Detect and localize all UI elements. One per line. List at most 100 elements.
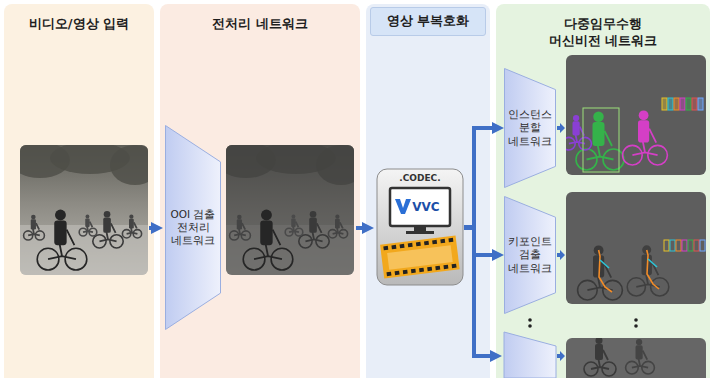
torso xyxy=(85,218,89,227)
detection-box xyxy=(674,98,679,110)
stage-panel: 전처리 네트워크 OOI 검출 전처리 네트워크 xyxy=(160,4,360,378)
cyclist-figure xyxy=(79,215,97,236)
detection-box xyxy=(664,240,669,251)
panel-ground xyxy=(160,4,360,378)
keypoint-skeleton xyxy=(647,250,659,289)
third-task-output xyxy=(566,338,706,378)
network-trapezoid: 키포인트 검출 네트워크 xyxy=(504,196,556,314)
photo-ground xyxy=(226,145,354,275)
head xyxy=(335,215,339,219)
panel-grounds xyxy=(4,4,710,378)
detection-box xyxy=(682,240,687,251)
detection-box xyxy=(688,240,693,251)
photo-ground xyxy=(566,192,706,304)
head xyxy=(596,338,603,344)
output-arrow xyxy=(557,250,565,260)
vvc-logo xyxy=(395,199,411,214)
stage-panel: 다중임무수행 머신비전 네트워크인스턴스 분할 네트워크키포인트 검출 네트워크 xyxy=(496,4,710,378)
trapezoid-shape xyxy=(505,69,556,188)
codec-label: .CODEC. xyxy=(399,173,440,184)
network-label: 키포인트 검출 네트워크 xyxy=(504,235,556,274)
cyclist-figure xyxy=(37,210,87,270)
cyclist-figure xyxy=(328,215,347,238)
head xyxy=(86,215,90,219)
wheel xyxy=(651,278,669,296)
panel-ground xyxy=(366,4,490,378)
network-trapezoid: OOI 검출 전처리 네트워크 xyxy=(165,125,221,330)
cyclist-figure xyxy=(584,338,616,376)
detection-box xyxy=(698,98,703,110)
stage-panel: 비디오/영상 입력 xyxy=(4,4,154,378)
head xyxy=(310,211,317,218)
detection-box xyxy=(694,240,699,251)
stage-panel: 영상 부복호화 .CODEC.VVC xyxy=(366,4,490,378)
cyclist-figure xyxy=(578,245,623,300)
torso xyxy=(636,345,643,359)
stage-heading: 다중임무수행 머신비전 네트워크 xyxy=(541,16,665,50)
cyclist-figure xyxy=(230,215,251,240)
head xyxy=(55,210,66,221)
keypoint-arm xyxy=(648,259,657,267)
torso xyxy=(103,218,111,233)
torso xyxy=(638,120,649,142)
torso xyxy=(54,220,66,245)
cyclist-figure xyxy=(285,215,303,236)
detection-box xyxy=(583,108,619,172)
output-arrow xyxy=(557,123,565,133)
panel-ground xyxy=(4,4,154,378)
detection-box xyxy=(668,98,673,110)
head xyxy=(636,339,642,345)
output-arrow xyxy=(557,351,565,361)
stage-heading: 비디오/영상 입력 xyxy=(9,16,149,33)
trapezoid-shape xyxy=(166,126,221,330)
cyclist-figure xyxy=(623,110,668,165)
network-trapezoid xyxy=(504,332,556,378)
head xyxy=(237,215,242,220)
ellipsis-dot xyxy=(634,318,638,322)
stage-heading: 전처리 네트워크 xyxy=(185,16,335,33)
codec-drawing xyxy=(376,168,464,286)
detection-box xyxy=(700,240,705,251)
film-strip xyxy=(380,236,460,279)
keypoint-arm xyxy=(600,260,609,268)
detection-box xyxy=(680,98,685,110)
codec-icon: .CODEC.VVC xyxy=(376,168,464,286)
cyclist-figure xyxy=(627,245,669,296)
keypoint-output xyxy=(566,192,706,304)
detection-box xyxy=(670,240,675,251)
ellipsis-dot xyxy=(634,324,638,328)
head xyxy=(31,215,36,220)
detection-box xyxy=(662,98,667,110)
photo-ground xyxy=(566,55,706,175)
head xyxy=(104,211,111,218)
dim-overlay xyxy=(226,145,354,275)
torso xyxy=(237,219,242,229)
tree xyxy=(110,145,148,185)
torso xyxy=(129,219,134,229)
cyclist-figure xyxy=(243,210,293,270)
monitor-base xyxy=(406,231,434,234)
torso xyxy=(595,344,603,360)
head xyxy=(593,112,604,123)
photo-ground xyxy=(566,338,706,378)
stage-heading: 영상 부복호화 xyxy=(370,7,486,36)
cyclist-figure xyxy=(626,339,655,374)
cyclist-figure xyxy=(566,115,591,150)
head xyxy=(639,110,649,120)
wheel xyxy=(243,248,265,270)
detection-box xyxy=(686,98,691,110)
cyclist-figure xyxy=(93,211,123,248)
input-video-frame xyxy=(20,145,148,275)
flow-arrow xyxy=(149,226,153,230)
network-trapezoid: 인스턴스 분할 네트워크 xyxy=(504,68,556,188)
torso xyxy=(260,220,272,245)
head xyxy=(129,215,133,219)
head xyxy=(292,215,296,219)
ellipsis-dot xyxy=(528,324,532,328)
network-label: OOI 검출 전처리 네트워크 xyxy=(165,208,221,247)
head xyxy=(573,115,579,121)
detection-box xyxy=(676,240,681,251)
